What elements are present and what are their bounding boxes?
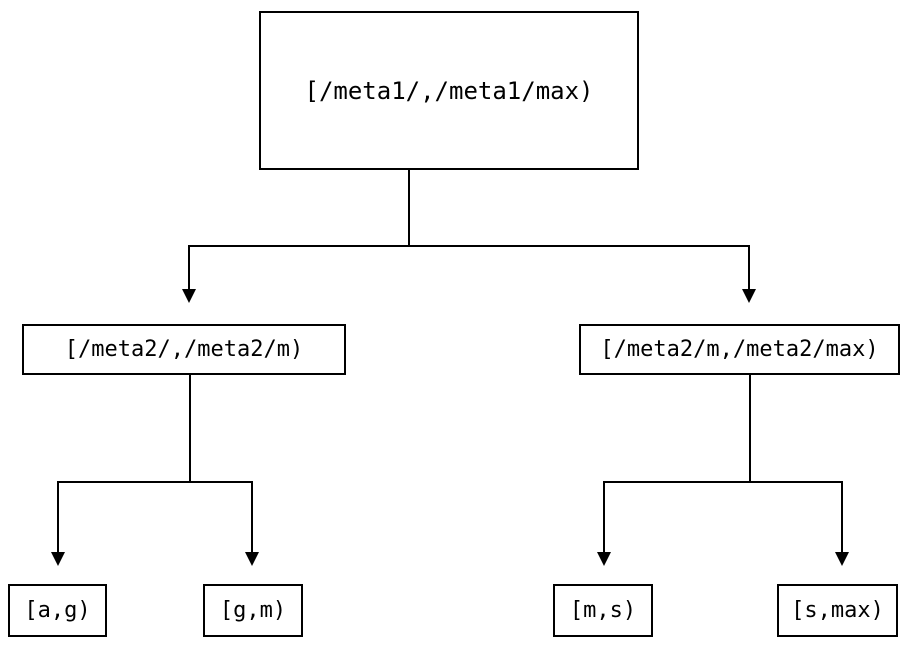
- edge-mid-right-to-leaf-4: [841, 481, 843, 553]
- edge-mid-left-stem: [189, 375, 191, 482]
- node-leaf-2-label: [g,m): [219, 597, 287, 623]
- edge-root-to-mid-left: [188, 245, 190, 290]
- arrowhead-down-icon-leaf-4: [835, 552, 849, 566]
- node-mid-right-label: [/meta2/m,/meta2/max): [600, 336, 879, 362]
- node-leaf-4[interactable]: [s,max): [777, 584, 898, 637]
- edge-mid-right-stem: [749, 375, 751, 482]
- edge-mid-right-to-leaf-3: [603, 481, 605, 553]
- edge-root-to-mid-right: [748, 245, 750, 290]
- arrowhead-down-icon-leaf-2: [245, 552, 259, 566]
- edge-root-stem: [408, 170, 410, 246]
- edge-root-crossbar: [188, 245, 750, 247]
- node-leaf-4-label: [s,max): [791, 597, 884, 623]
- node-mid-left-label: [/meta2/,/meta2/m): [64, 336, 304, 362]
- node-leaf-3-label: [m,s): [569, 597, 637, 623]
- node-root-label: [/meta1/,/meta1/max): [304, 76, 594, 105]
- node-mid-right[interactable]: [/meta2/m,/meta2/max): [579, 324, 900, 375]
- node-leaf-1[interactable]: [a,g): [8, 584, 107, 637]
- arrowhead-down-icon-leaf-1: [51, 552, 65, 566]
- arrowhead-down-icon-leaf-3: [597, 552, 611, 566]
- node-leaf-1-label: [a,g): [24, 597, 91, 623]
- node-leaf-2[interactable]: [g,m): [203, 584, 303, 637]
- node-root[interactable]: [/meta1/,/meta1/max): [259, 11, 639, 170]
- edge-mid-left-crossbar: [57, 481, 253, 483]
- arrowhead-down-icon-mid-left: [182, 289, 196, 303]
- arrowhead-down-icon-mid-right: [742, 289, 756, 303]
- node-leaf-3[interactable]: [m,s): [553, 584, 653, 637]
- edge-mid-left-to-leaf-2: [251, 481, 253, 553]
- edge-mid-left-to-leaf-1: [57, 481, 59, 553]
- edge-mid-right-crossbar: [603, 481, 843, 483]
- node-mid-left[interactable]: [/meta2/,/meta2/m): [22, 324, 346, 375]
